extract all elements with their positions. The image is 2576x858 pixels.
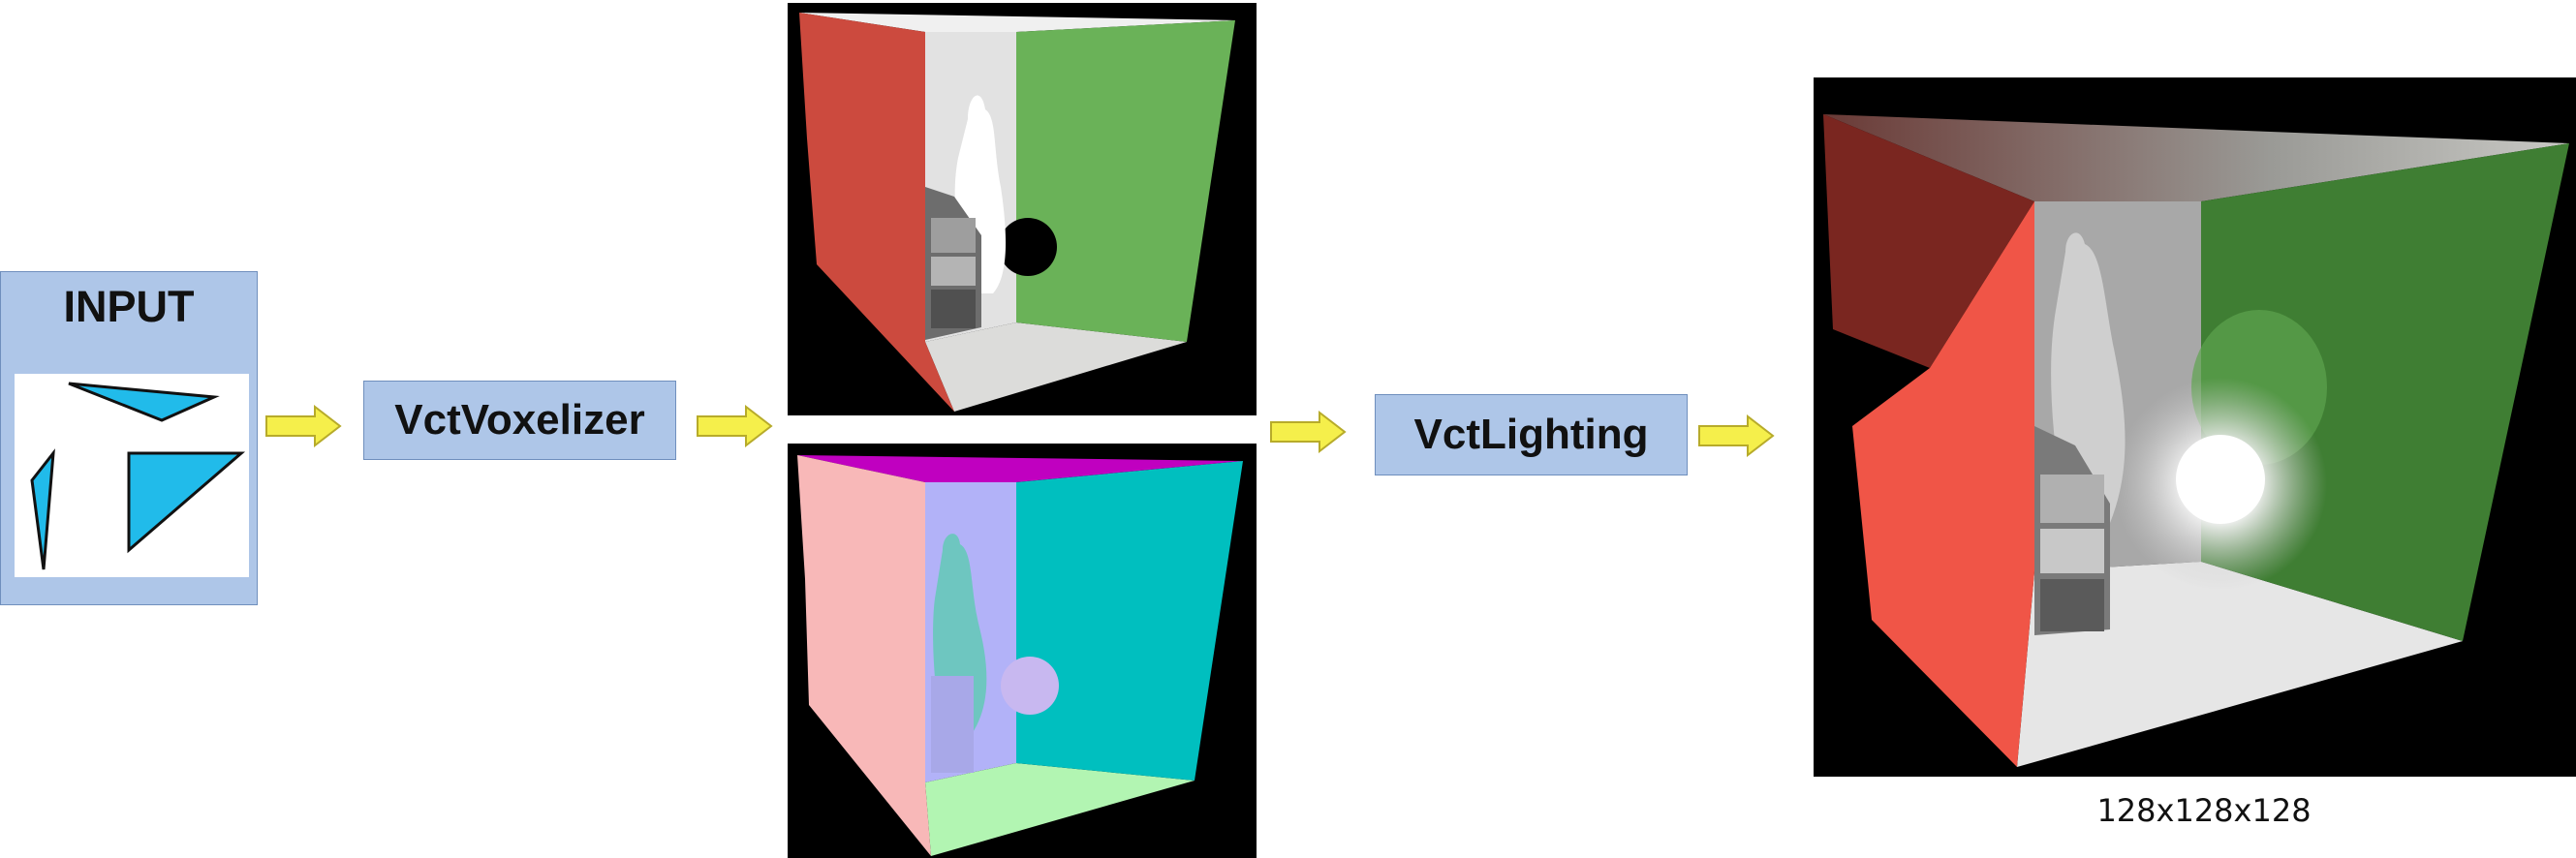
right-wall xyxy=(1016,20,1235,342)
voxelizer-stage: VctVoxelizer xyxy=(363,381,676,460)
triangle-right xyxy=(127,451,246,554)
floor xyxy=(2017,562,2463,767)
input-triangles-panel xyxy=(15,374,249,577)
left-wall xyxy=(799,13,954,412)
lit-result-render xyxy=(1814,77,2576,777)
left-wall xyxy=(797,455,931,856)
arrow-icon xyxy=(1698,414,1775,457)
floor xyxy=(925,763,1195,856)
arrow-icon xyxy=(265,405,342,447)
sphere xyxy=(999,218,1057,276)
ceiling xyxy=(1823,114,2569,201)
input-title: INPUT xyxy=(63,282,195,331)
arrow-icon xyxy=(697,405,773,447)
normals-voxel-render xyxy=(788,444,1257,858)
right-wall xyxy=(1016,461,1243,781)
albedo-voxel-render xyxy=(788,3,1257,415)
lighting-stage: VctLighting xyxy=(1375,394,1688,475)
left-wall xyxy=(1852,201,2034,767)
ceiling xyxy=(797,455,1243,482)
sphere xyxy=(1001,657,1059,715)
house xyxy=(931,676,974,773)
triangle-top xyxy=(68,382,220,422)
floor xyxy=(925,322,1187,412)
left-wall-shadow xyxy=(1823,114,2034,368)
house xyxy=(925,187,981,340)
input-box: INPUT xyxy=(0,271,258,605)
ceiling xyxy=(799,13,1235,32)
arrow-icon xyxy=(1270,411,1347,453)
triangle-left xyxy=(30,448,55,570)
glowing-sphere xyxy=(2176,435,2265,524)
house xyxy=(2034,426,2110,635)
triangles-illustration xyxy=(30,382,246,570)
resolution-label: 128x128x128 xyxy=(2096,792,2312,829)
